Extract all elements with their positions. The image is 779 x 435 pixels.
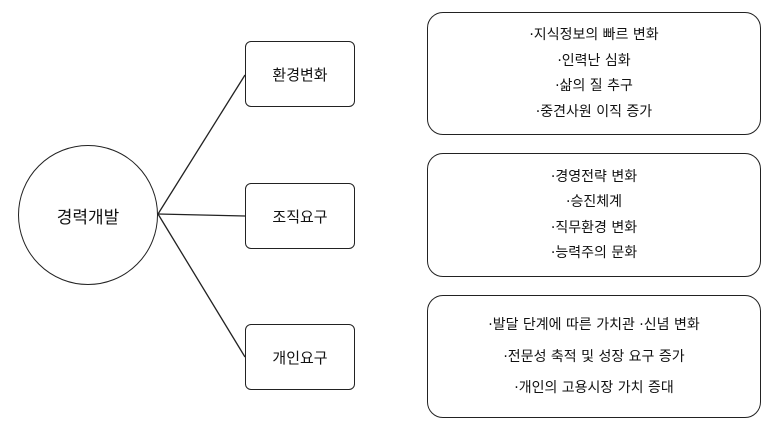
branch-environment-change: 환경변화 — [245, 41, 355, 107]
detail-item: ·능력주의 문화 — [550, 245, 638, 262]
branch-label: 조직요구 — [272, 207, 328, 226]
center-node-label: 경력개발 — [56, 207, 120, 228]
detail-item: ·개인의 고용시장 가치 증대 — [514, 380, 674, 397]
detail-item: ·중견사원 이직 증가 — [535, 103, 653, 120]
branch-label: 환경변화 — [272, 65, 328, 84]
detail-item: ·지식정보의 빠르 변화 — [529, 27, 659, 44]
detail-item: ·전문성 축적 및 성장 요구 증가 — [503, 348, 685, 365]
center-node-career-development: 경력개발 — [18, 145, 158, 285]
detail-box-organization: ·경영전략 변화 ·승진체계 ·직무환경 변화 ·능력주의 문화 — [427, 153, 761, 277]
detail-item: ·직무환경 변화 — [550, 219, 638, 236]
branch-label: 개인요구 — [272, 348, 328, 367]
detail-item: ·인력난 심화 — [557, 52, 631, 69]
detail-item: ·승진체계 — [566, 194, 622, 211]
connector-env — [157, 74, 246, 215]
connector-org — [157, 213, 246, 217]
detail-box-environment: ·지식정보의 빠르 변화 ·인력난 심화 ·삶의 질 추구 ·중견사원 이직 증… — [427, 12, 761, 135]
detail-box-personal: ·발달 단계에 따른 가치관 ·신념 변화 ·전문성 축적 및 성장 요구 증가… — [427, 295, 761, 418]
detail-item: ·발달 단계에 따른 가치관 ·신념 변화 — [488, 316, 700, 333]
branch-personal-needs: 개인요구 — [245, 324, 355, 390]
detail-item: ·경영전략 변화 — [550, 168, 638, 185]
detail-item: ·삶의 질 추구 — [555, 78, 633, 95]
branch-organization-needs: 조직요구 — [245, 183, 355, 249]
connector-personal — [157, 213, 246, 358]
